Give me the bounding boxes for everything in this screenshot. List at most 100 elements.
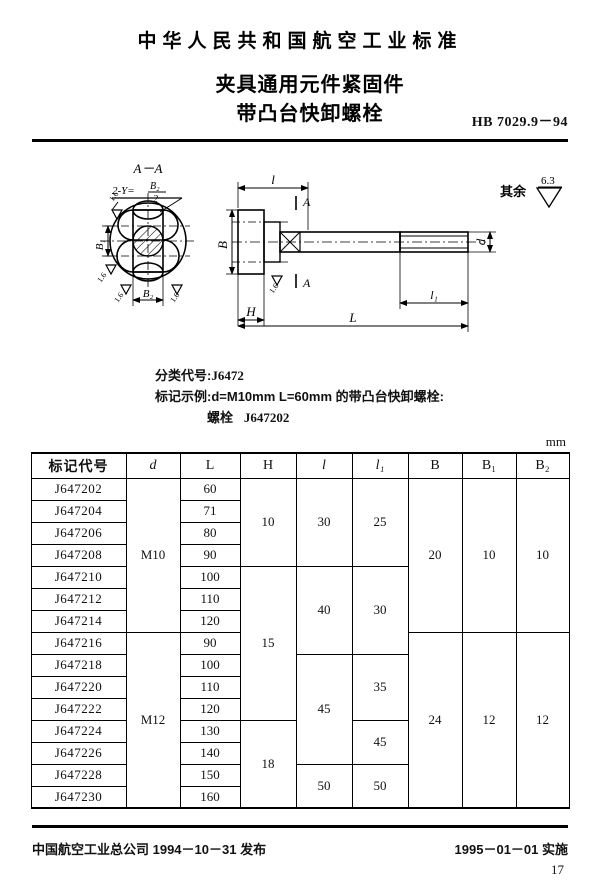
footer-effective-date: 1995－01－01 实施 (454, 842, 568, 857)
cell-code: J647224 (30, 719, 127, 743)
cell-L: 130 (179, 719, 241, 743)
col-header-code: 标记代号 (30, 452, 127, 479)
general-roughness-label: 其余 (500, 184, 527, 199)
cell-code: J647220 (30, 675, 127, 699)
thread-note-denominator: 2 (153, 194, 158, 205)
svg-text:1.6: 1.6 (168, 291, 181, 304)
svg-text:1.6: 1.6 (95, 271, 108, 284)
document-code: HB 7029.9－94 (471, 115, 568, 130)
cell-L: 100 (179, 653, 241, 677)
cell-l: 30 (295, 477, 353, 567)
cell-code: J647222 (30, 697, 127, 721)
col-header-d: d (125, 452, 181, 479)
dim-label-l1: l₁ (430, 288, 438, 302)
cell-L: 150 (179, 763, 241, 787)
cell-L: 120 (179, 609, 241, 633)
marking-example-label: 标记示例: (155, 389, 212, 404)
classification-code-value: J6472 (211, 368, 244, 383)
footer: 中国航空工业总公司 1994－10－31 发布 1995－01－01 实施 (32, 839, 568, 858)
table-row: J647226 140 (30, 741, 569, 765)
cell-code: J647214 (30, 609, 127, 633)
cell-code: J647212 (30, 587, 127, 611)
cell-d: M10 (125, 477, 181, 633)
table-row: J647220 110 (30, 675, 569, 699)
marking-example-designation: 螺栓 J647202 (155, 407, 600, 428)
cell-code: J647226 (30, 741, 127, 765)
marking-example-name: 螺栓 (207, 410, 234, 425)
col-header-H: H (239, 452, 297, 479)
cell-l1: 45 (351, 719, 409, 765)
cell-L: 71 (179, 499, 241, 523)
section-label-a-a: A－A (133, 161, 163, 176)
cell-L: 110 (179, 675, 241, 699)
cell-code: J647204 (30, 499, 127, 523)
cell-b: 24 (407, 631, 463, 809)
svg-text:A: A (302, 276, 311, 290)
cell-code: J647210 (30, 565, 127, 589)
col-header-l: l (295, 452, 353, 479)
specification-text: 分类代号:J6472 标记示例:d=M10mm L=60mm 的带凸台快卸螺栓:… (155, 365, 600, 428)
svg-text:A: A (302, 195, 311, 209)
roughness-mark-3: 1.6 (112, 284, 133, 304)
table-header-row: 标记代号 d L H l l₁ B B₁ B₂ (30, 452, 570, 479)
cell-d: M12 (125, 631, 181, 809)
roughness-mark-2: 1.6 (95, 264, 118, 284)
table-row: J647204 71 (30, 499, 569, 523)
cell-code: J647208 (30, 543, 127, 567)
cell-code: J647218 (30, 653, 127, 677)
cell-L: 140 (179, 741, 241, 765)
cell-l: 40 (295, 565, 353, 655)
cell-L: 120 (179, 697, 241, 721)
marking-example-line: 标记示例:d=M10mm L=60mm 的带凸台快卸螺栓: (155, 386, 600, 407)
footer-publisher: 中国航空工业总公司 1994－10－31 发布 (32, 842, 267, 857)
svg-text:1.6: 1.6 (267, 282, 280, 295)
dim-label-d: d (473, 238, 488, 245)
marking-example-text: d=M10mm L=60mm 的带凸台快卸螺栓: (211, 389, 444, 404)
dim-label-b1: B₁ (94, 240, 106, 251)
cell-l1: 25 (351, 477, 409, 567)
document-title-line2: 带凸台快卸螺栓 (236, 103, 384, 125)
cell-h: 10 (239, 477, 297, 567)
general-roughness-note: 其余 6.3 (500, 175, 563, 209)
cell-l1: 35 (351, 653, 409, 721)
cell-h: 15 (239, 565, 297, 721)
cell-L: 100 (179, 565, 241, 589)
cell-b1: 12 (461, 631, 517, 809)
cell-L: 60 (179, 477, 241, 501)
col-header-B2: B₂ (515, 452, 570, 479)
cell-l: 50 (295, 763, 353, 809)
cell-L: 110 (179, 587, 241, 611)
cell-l1: 30 (351, 565, 409, 655)
cell-code: J647228 (30, 763, 127, 787)
classification-code-line: 分类代号:J6472 (155, 365, 600, 386)
table-row: J647212 110 (30, 587, 569, 611)
technical-drawing: A－A 2-Y= B₂ 2 B₁ (0, 148, 600, 363)
cell-code: J647216 (30, 631, 127, 655)
document-title: 夹具通用元件紧固件 带凸台快卸螺栓 (95, 71, 525, 129)
table-row: J647214 120 (30, 609, 569, 633)
svg-text:1.6: 1.6 (112, 291, 125, 304)
cell-code: J647202 (30, 477, 127, 501)
cell-l: 45 (295, 653, 353, 765)
header-divider-rule (32, 139, 568, 142)
section-cut-mark-top: A (295, 195, 311, 210)
cell-L: 90 (179, 631, 241, 655)
col-header-B: B (407, 452, 463, 479)
section-cut-mark-bottom: A (295, 274, 311, 290)
col-header-B1: B₁ (461, 452, 517, 479)
dim-label-l-small: l (271, 172, 275, 187)
cell-L: 160 (179, 785, 241, 809)
thread-note-numerator: B₂ (150, 181, 160, 192)
drawing-svg: A－A 2-Y= B₂ 2 B₁ (94, 161, 563, 332)
dim-label-L: L (348, 310, 356, 325)
classification-code-label: 分类代号: (155, 368, 212, 383)
cell-b1: 10 (461, 477, 517, 633)
